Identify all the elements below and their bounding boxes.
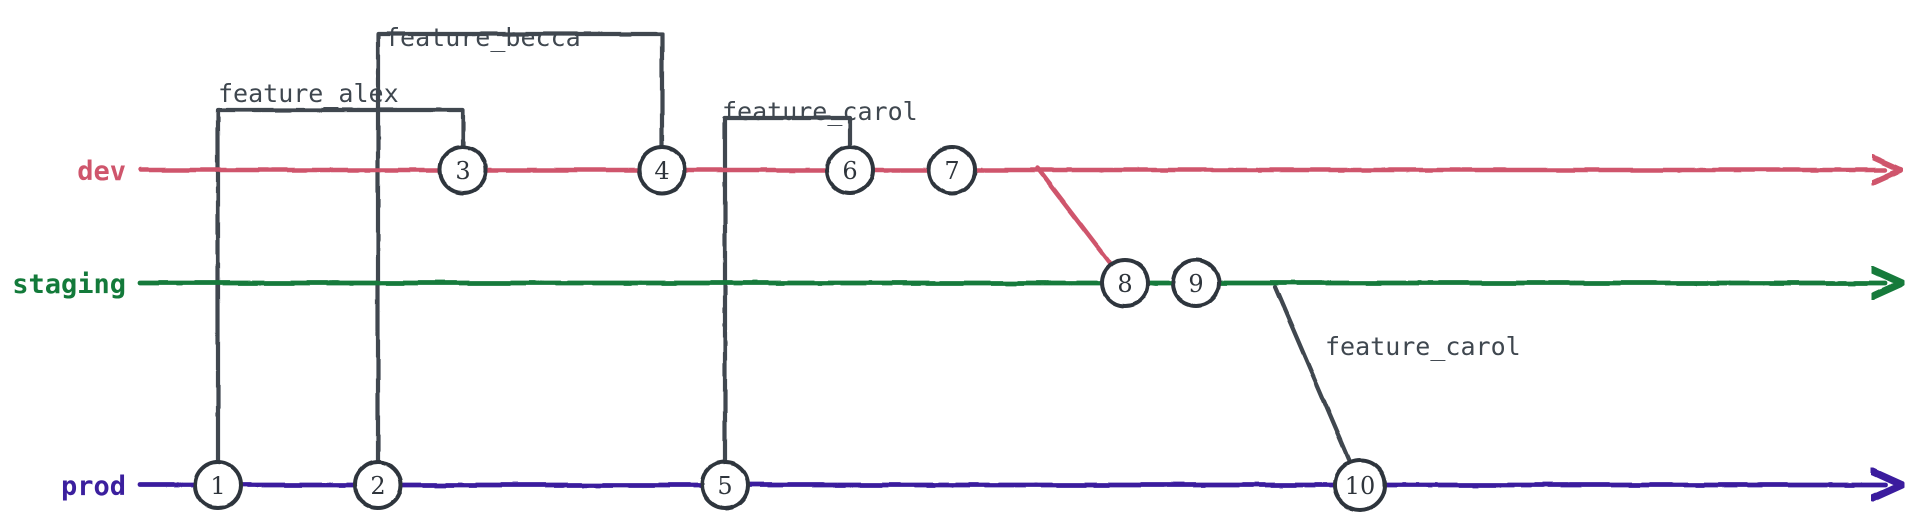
commit-circle-5	[700, 460, 750, 510]
commit-number-2: 2	[370, 472, 385, 500]
commit-node-5[interactable]: 5	[700, 460, 750, 510]
commit-circle-4	[637, 145, 687, 195]
commit-circle-10	[1333, 458, 1387, 512]
commit-circle-3	[438, 145, 488, 195]
lane-label-prod: prod	[61, 471, 126, 502]
commit-number-5: 5	[717, 472, 732, 500]
commit-circle-9	[1171, 258, 1221, 308]
commit-node-9[interactable]: 9	[1171, 258, 1221, 308]
commit-node-6[interactable]: 6	[825, 145, 875, 195]
branch-path-feature-carol-deploy	[1272, 284, 1363, 488]
commit-circle-8	[1100, 258, 1150, 308]
branch-label-feature-carol-deploy: feature_carol	[1325, 332, 1521, 361]
commit-circle-1	[193, 460, 243, 510]
commit-node-10[interactable]: 10	[1333, 458, 1387, 512]
branch-label-feature-becca: feature_becca	[385, 23, 581, 52]
commit-node-1[interactable]: 1	[193, 460, 243, 510]
commit-node-7[interactable]: 7	[927, 145, 977, 195]
lane-label-dev: dev	[77, 156, 126, 187]
branch-label-feature-carol: feature_carol	[722, 97, 918, 126]
commit-number-3: 3	[455, 157, 470, 185]
lane-labels-layer: dev staging prod	[12, 156, 126, 502]
commit-circle-7	[927, 145, 977, 195]
commit-number-6: 6	[842, 157, 857, 185]
commit-node-4[interactable]: 4	[637, 145, 687, 195]
commit-nodes-layer: 1 2 3 4 5 6 7 8 9 10	[193, 145, 1387, 512]
commit-number-4: 4	[654, 157, 669, 185]
commit-number-1: 1	[210, 472, 225, 500]
branch-path-feature-alex	[215, 107, 466, 488]
commit-number-10: 10	[1345, 472, 1376, 500]
branch-path-feature-carol	[722, 115, 853, 488]
commit-circle-6	[825, 145, 875, 195]
commit-circle-2	[353, 460, 403, 510]
commit-number-9: 9	[1188, 270, 1203, 298]
commit-node-3[interactable]: 3	[438, 145, 488, 195]
branch-path-feature-becca	[375, 31, 665, 488]
branch-labels-layer: feature_alexfeature_beccafeature_carolfe…	[218, 23, 1521, 361]
commit-node-8[interactable]: 8	[1100, 258, 1150, 308]
branch-label-feature-alex: feature_alex	[218, 79, 399, 108]
commit-node-2[interactable]: 2	[353, 460, 403, 510]
lane-label-staging: staging	[12, 269, 126, 300]
commit-number-7: 7	[944, 157, 959, 185]
commit-number-8: 8	[1117, 270, 1132, 298]
